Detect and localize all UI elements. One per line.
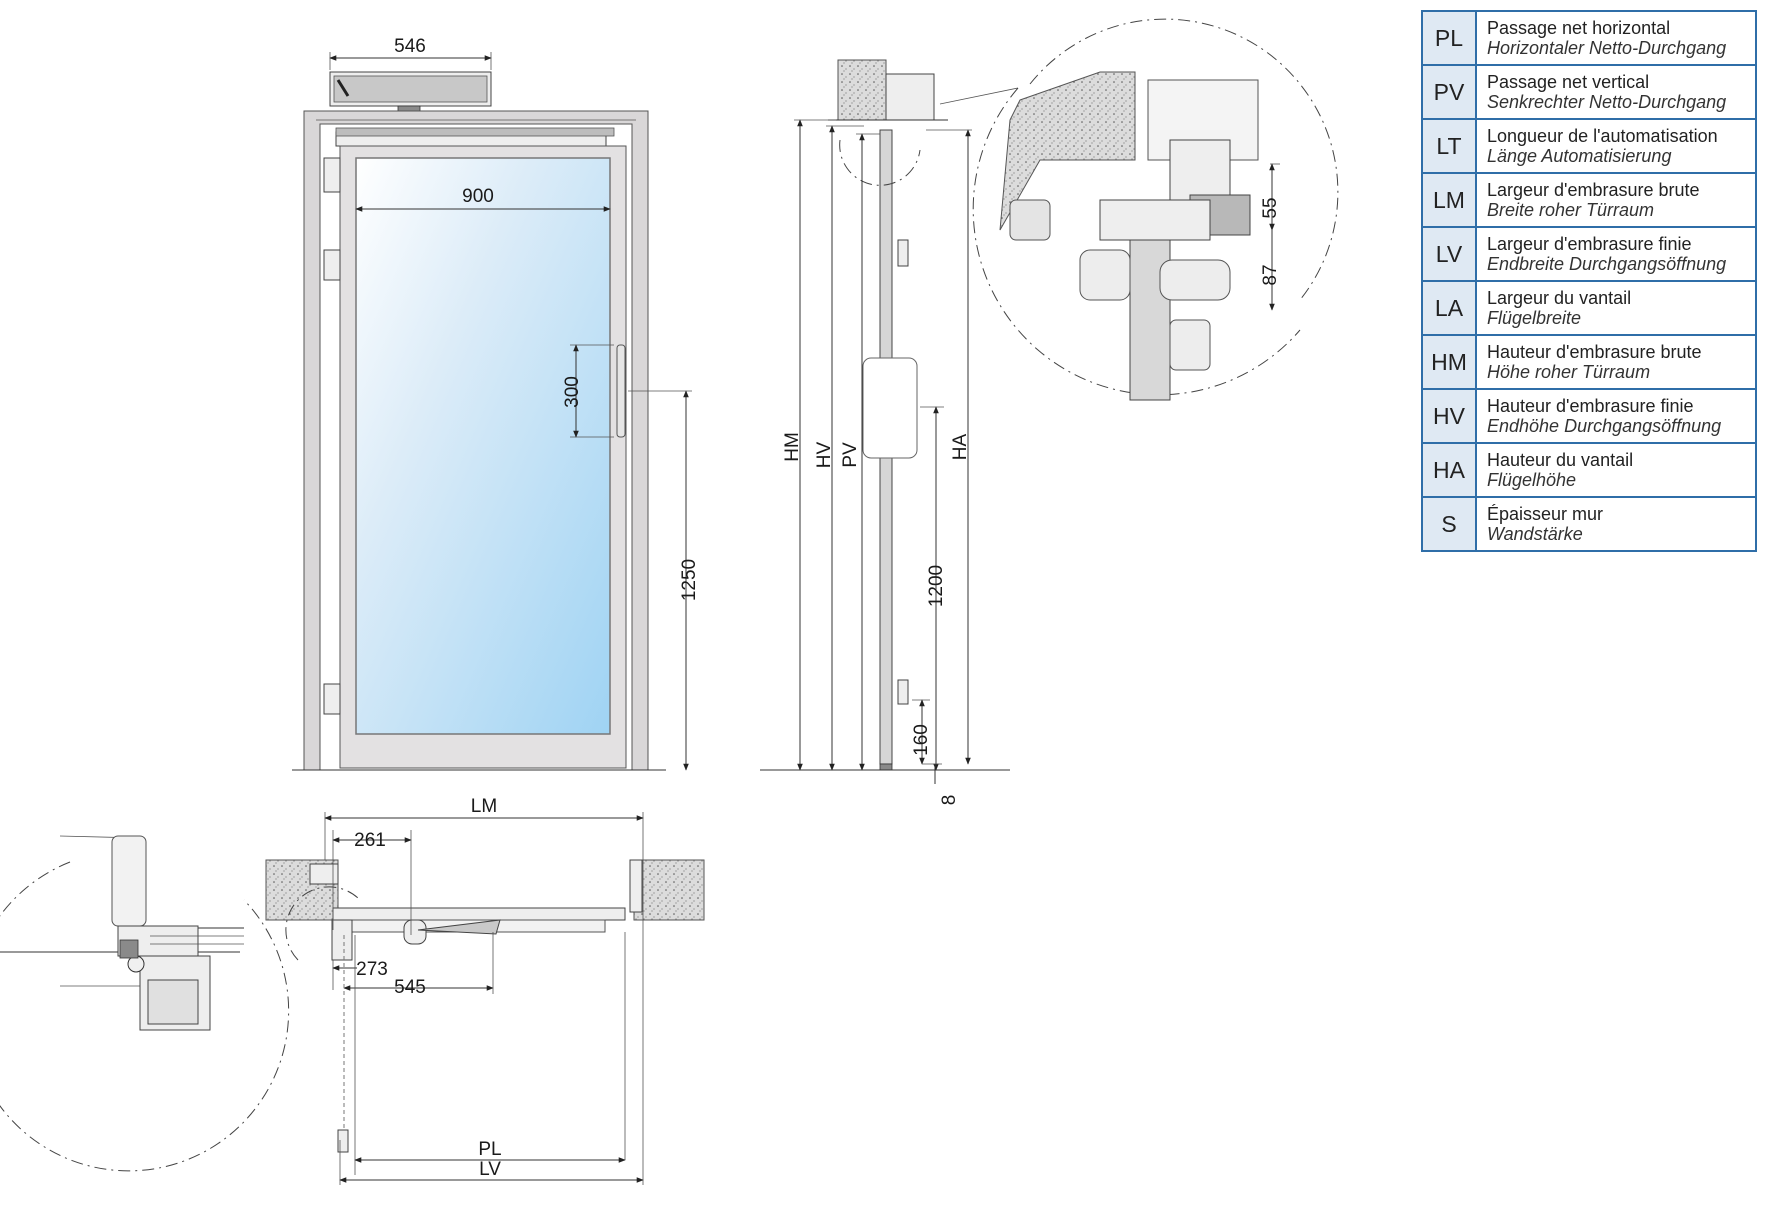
dim-handle-height: 1250 [679, 559, 700, 601]
side-section: HM HV PV HA 1200 160 8 [760, 59, 1019, 806]
legend-code: LA [1421, 280, 1477, 336]
dim-floor-gap: 8 [939, 795, 960, 806]
hinge-middle [323, 249, 341, 281]
plan-frame [332, 907, 626, 921]
legend-french: Hauteur du vantail [1487, 450, 1634, 470]
label-pl: PL [478, 1139, 501, 1160]
dim-bottom-offset: 160 [911, 724, 932, 756]
legend-german: Horizontaler Netto-Durchgang [1487, 38, 1727, 58]
label-hm: HM [782, 432, 803, 462]
lintel [837, 59, 887, 121]
legend-french: Hauteur d'embrasure finie [1487, 396, 1694, 416]
legend-french: Épaisseur mur [1487, 504, 1604, 524]
operator-side [885, 73, 935, 121]
legend-code: HM [1421, 334, 1477, 390]
legend-german: Endbreite Durchgangsöffnung [1487, 254, 1727, 274]
label-lm: LM [471, 796, 497, 817]
legend-german: Länge Automatisierung [1487, 146, 1672, 166]
legend-french: Largeur d'embrasure finie [1487, 234, 1692, 254]
legend-code: PV [1421, 64, 1477, 120]
dim-plan-545: 545 [394, 977, 426, 998]
legend-french: Passage net vertical [1487, 72, 1650, 92]
wall-right [633, 859, 705, 921]
legend-french: Longueur de l'automatisation [1487, 126, 1718, 146]
front-elevation: 546 900 300 1250 [292, 36, 700, 771]
dim-operator-length: 546 [394, 36, 426, 57]
legend-code: HA [1421, 442, 1477, 498]
hinge-bottom [323, 683, 341, 715]
legend-french: Largeur d'embrasure brute [1487, 180, 1700, 200]
hinge-top [323, 157, 341, 193]
dim-handle-length: 300 [562, 376, 583, 408]
door-handle [616, 344, 626, 438]
label-pv: PV [840, 442, 861, 468]
legend-code: HV [1421, 388, 1477, 444]
detail-concrete [999, 71, 1136, 231]
legend-french: Passage net horizontal [1487, 18, 1671, 38]
legend-code: PL [1421, 10, 1477, 66]
legend-german: Wandstärke [1487, 524, 1583, 544]
dim-plan-261: 261 [354, 830, 386, 851]
label-lv: LV [479, 1159, 501, 1180]
detail-plan [0, 835, 290, 1172]
dim-detail-55: 55 [1260, 197, 1281, 218]
dim-side-handle-height: 1200 [926, 565, 947, 607]
legend-german: Höhe roher Türraum [1487, 362, 1651, 382]
legend-german: Flügelhöhe [1487, 470, 1577, 490]
legend-german: Senkrechter Netto-Durchgang [1487, 92, 1727, 112]
legend-code: LT [1421, 118, 1477, 174]
dim-detail-87: 87 [1260, 264, 1281, 285]
label-hv: HV [814, 441, 835, 468]
handle-side [862, 357, 918, 459]
legend-code: S [1421, 496, 1477, 552]
plan-view: LM 261 273 545 PL LV [265, 796, 705, 1185]
glass-panel [355, 157, 611, 735]
dim-plan-273: 273 [356, 959, 388, 980]
legend-german: Breite roher Türraum [1487, 200, 1655, 220]
detail-plan-frame [111, 835, 147, 927]
legend-french: Hauteur d'embrasure brute [1487, 342, 1702, 362]
label-ha: HA [950, 433, 971, 460]
legend-french: Largeur du vantail [1487, 288, 1632, 308]
legend-german: Endhöhe Durchgangsöffnung [1487, 416, 1722, 436]
legend-code: LM [1421, 172, 1477, 228]
legend-code: LV [1421, 226, 1477, 282]
dim-passage-width: 900 [462, 186, 494, 207]
detail-head: 55 87 [972, 18, 1339, 401]
legend-german: Flügelbreite [1487, 308, 1582, 328]
